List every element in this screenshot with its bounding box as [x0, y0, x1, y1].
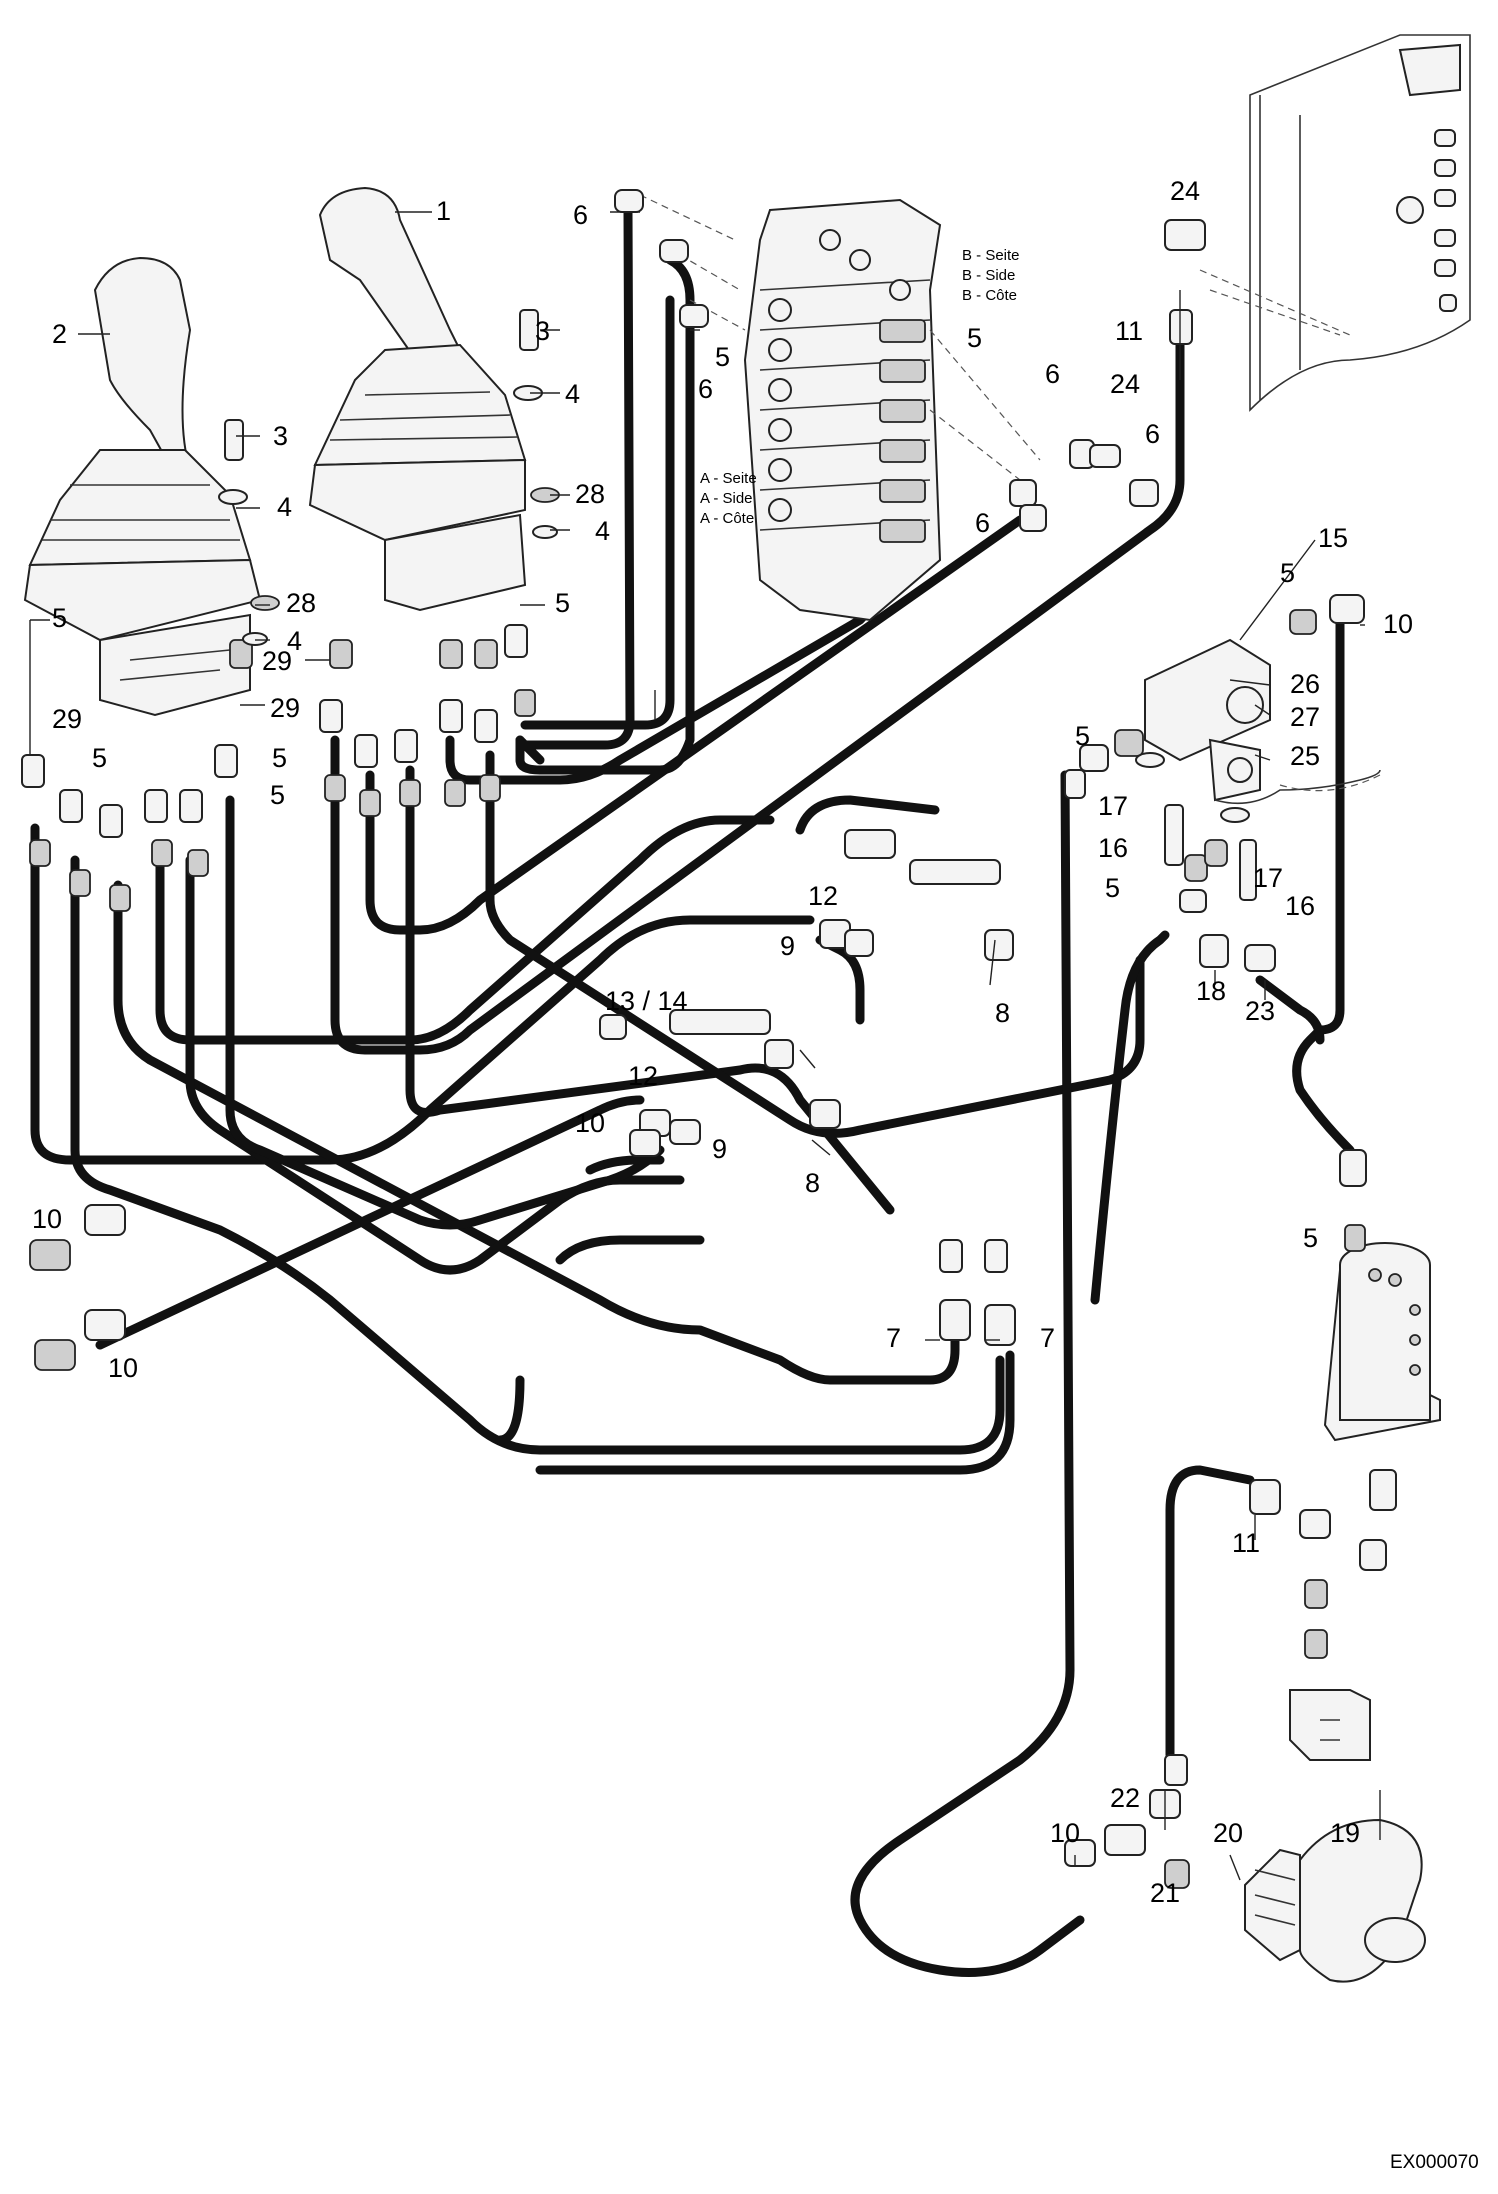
- callout-15: 15: [1318, 523, 1348, 553]
- callout-8-top: 8: [995, 998, 1010, 1028]
- callout-5-valve-outlet: 5: [967, 323, 982, 353]
- swivel-joint-illustration: [1323, 1242, 1441, 1442]
- callout-5-left-edge: 5: [52, 603, 67, 633]
- callout-5-left-lower: 5: [92, 743, 107, 773]
- callout-12-top: 12: [808, 881, 838, 911]
- callout-4-right-bottom: 4: [595, 516, 610, 546]
- callout-5-block-low: 5: [1105, 873, 1120, 903]
- callout-10-left-bottom: 10: [108, 1353, 138, 1383]
- callout-29-left: 29: [52, 704, 82, 734]
- callout-24-mid: 24: [1110, 369, 1140, 399]
- callout-7-left: 7: [886, 1323, 901, 1353]
- callout-9-bottom: 9: [712, 1134, 727, 1164]
- callout-4-left-bottom: 4: [287, 626, 302, 656]
- callout-1: 1: [436, 196, 451, 226]
- callout-28-left: 28: [286, 588, 316, 618]
- callout-9-top: 9: [780, 931, 795, 961]
- callout-5-center-low: 5: [270, 780, 285, 810]
- right-joystick-illustration: [308, 186, 527, 612]
- callout-5-swivel: 5: [1303, 1223, 1318, 1253]
- callout-5-valve-inlet: 5: [715, 342, 730, 372]
- hose-lines: [30, 207, 1355, 1977]
- callout-6-outlet-a: 6: [1045, 359, 1060, 389]
- callout-28-right: 28: [575, 479, 605, 509]
- control-valve-block-illustration: [639, 194, 1041, 622]
- callout-3-right: 3: [535, 316, 550, 346]
- callout-7-right: 7: [1040, 1323, 1055, 1353]
- callout-8-bottom: 8: [805, 1168, 820, 1198]
- callout-2: 2: [52, 319, 67, 349]
- callout-22: 22: [1110, 1783, 1140, 1813]
- callout-4-left-top: 4: [277, 492, 292, 522]
- callout-10-left-top: 10: [32, 1204, 62, 1234]
- callout-10-accumulator: 10: [1050, 1818, 1080, 1848]
- callout-26: 26: [1290, 669, 1320, 699]
- callout-6-top: 6: [573, 200, 588, 230]
- callout-13-14: 13 / 14: [605, 986, 688, 1016]
- callout-11-bottom: 11: [1232, 1528, 1260, 1558]
- callout-23: 23: [1245, 996, 1275, 1026]
- part-callouts: 1 2 3 3 4 4 4 4 28 28 5 5 29 29 29 5 5 5…: [32, 176, 1413, 1908]
- callout-10-mid: 10: [575, 1108, 605, 1138]
- a-side-label-en: A - Side: [700, 490, 753, 507]
- b-side-label-en: B - Side: [962, 267, 1015, 284]
- callout-17-left: 17: [1098, 791, 1128, 821]
- callout-29-mid: 29: [270, 693, 300, 723]
- callout-3-left: 3: [273, 421, 288, 451]
- solenoid-valve-block-illustration: [1144, 638, 1381, 1761]
- callout-4-right-top: 4: [565, 379, 580, 409]
- callout-5-block-left: 5: [1075, 721, 1090, 751]
- callout-5-block-top: 5: [1280, 558, 1295, 588]
- callout-24-top: 24: [1170, 176, 1200, 206]
- callout-12-bottom: 12: [628, 1061, 658, 1091]
- left-joystick-illustration: [23, 256, 262, 717]
- callout-18: 18: [1196, 976, 1226, 1006]
- callout-6-outlet-b: 6: [1145, 419, 1160, 449]
- accumulator-illustration: [1244, 1818, 1426, 1983]
- callout-27: 27: [1290, 702, 1320, 732]
- valve-side-labels: B - Seite B - Side B - Côte A - Seite A …: [700, 247, 1020, 527]
- b-side-label-fr: B - Côte: [962, 287, 1017, 304]
- a-side-label-de: A - Seite: [700, 470, 757, 487]
- callout-5-right-joystick: 5: [555, 588, 570, 618]
- callout-20: 20: [1213, 1818, 1243, 1848]
- a-side-label-fr: A - Côte: [700, 510, 754, 527]
- callout-29-top: 29: [262, 646, 292, 676]
- cab-frame-illustration: [1199, 34, 1471, 412]
- callout-25: 25: [1290, 741, 1320, 771]
- callout-5-center: 5: [272, 743, 287, 773]
- callout-16-right: 16: [1285, 891, 1315, 921]
- b-side-label-de: B - Seite: [962, 247, 1020, 264]
- callout-17-right: 17: [1253, 863, 1283, 893]
- callout-19: 19: [1330, 1818, 1360, 1848]
- callout-10-block: 10: [1383, 609, 1413, 639]
- callout-6-valve-inlet: 6: [698, 374, 713, 404]
- fittings: [21, 189, 1397, 1889]
- callout-16-left: 16: [1098, 833, 1128, 863]
- drawing-code: EX000070: [1390, 2152, 1479, 2173]
- callout-6-outlet-c: 6: [975, 508, 990, 538]
- leader-lines: [29, 211, 1381, 1881]
- callout-21: 21: [1150, 1878, 1180, 1908]
- callout-11-top: 11: [1115, 316, 1143, 346]
